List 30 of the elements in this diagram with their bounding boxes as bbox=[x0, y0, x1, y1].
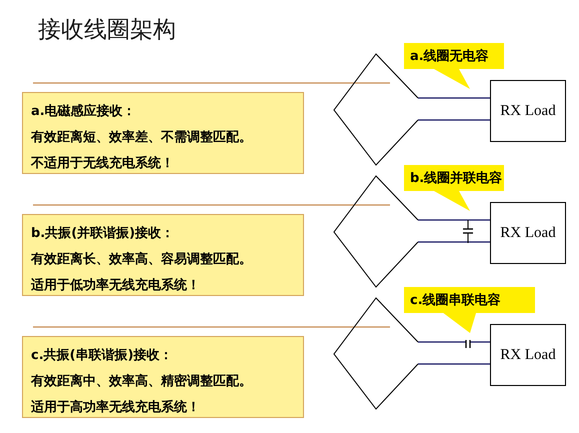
callout-text: b.线圈并联电容 bbox=[410, 170, 502, 187]
load-box bbox=[490, 202, 566, 264]
load-label: RX Load bbox=[500, 346, 556, 364]
load-label: RX Load bbox=[500, 224, 556, 242]
wire bbox=[418, 119, 490, 121]
description-box bbox=[22, 336, 304, 418]
description-text: 有效距离中、效率高、精密调整匹配。 bbox=[31, 372, 253, 391]
callout-text: a.线圈无电容 bbox=[410, 48, 489, 65]
callout-bubble bbox=[404, 165, 504, 213]
description-box bbox=[22, 92, 304, 174]
description-box bbox=[22, 214, 304, 296]
wire bbox=[418, 219, 490, 221]
load-box bbox=[490, 324, 566, 386]
wire bbox=[418, 341, 490, 343]
description-text: 不适用于无线充电系统！ bbox=[31, 154, 175, 173]
load-label: RX Load bbox=[500, 102, 556, 120]
load-box bbox=[490, 80, 566, 142]
wire bbox=[418, 97, 490, 99]
wire bbox=[418, 241, 490, 243]
description-text: 有效距离短、效率差、不需调整匹配。 bbox=[31, 128, 253, 147]
callout-bubble bbox=[404, 43, 504, 91]
description-text: 有效距离长、效率高、容易调整匹配。 bbox=[31, 250, 253, 269]
description-text: 适用于高功率无线充电系统！ bbox=[31, 398, 201, 417]
callout-text: c.线圈串联电容 bbox=[410, 292, 501, 309]
wire bbox=[418, 363, 490, 365]
description-text: 适用于低功率无线充电系统！ bbox=[31, 276, 201, 295]
description-heading: c.共振(串联谐振)接收： bbox=[31, 346, 174, 365]
title: 接收线圈架构 bbox=[38, 16, 176, 45]
description-heading: a.电磁感应接收： bbox=[31, 102, 137, 121]
description-heading: b.共振(并联谐振)接收： bbox=[31, 224, 176, 243]
